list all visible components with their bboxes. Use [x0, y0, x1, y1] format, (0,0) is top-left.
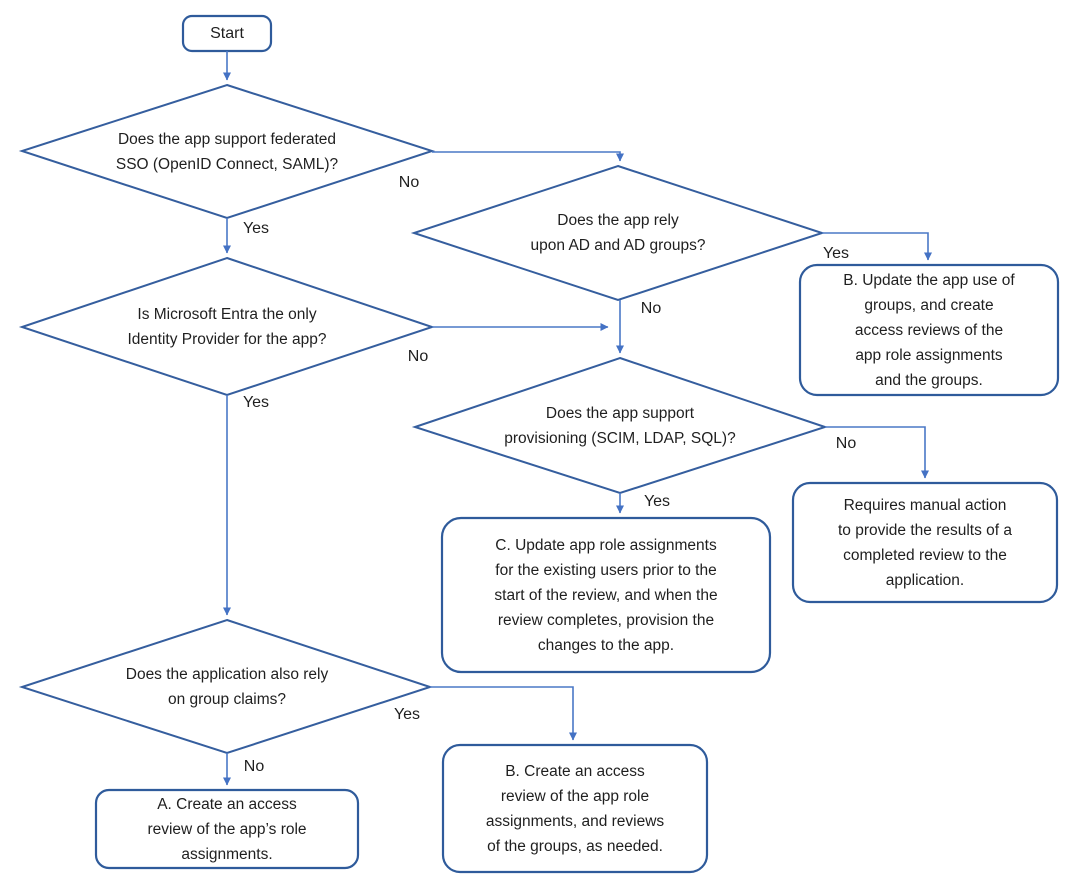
- outcome-b-access-review-box: [441, 743, 709, 874]
- outcome-manual-action-box: [791, 481, 1059, 604]
- outcome-a-access-review-box: [94, 788, 360, 870]
- outcome-b-update-groups-text: B. Update the app use of groups, and cre…: [843, 271, 1015, 389]
- outcome-b-access-review-text: B. Create an access review of the app ro…: [485, 762, 665, 855]
- edge-label-claims-no: No: [243, 758, 265, 775]
- start-label: Start: [210, 25, 244, 42]
- decision-ad-groups-text: Does the app rely upon AD and AD groups?: [530, 212, 706, 254]
- edge-sso-no-to-ad: [432, 151, 624, 162]
- outcome-c-update-roles-text: C. Update app role assignments for the e…: [494, 536, 718, 654]
- decision-sso-text: Does the app support federated SSO (Open…: [115, 130, 339, 173]
- outcome-b-update-groups-box: [798, 263, 1060, 397]
- edge-prov-no-to-manual: [825, 426, 929, 479]
- outcome-manual-action-text: Requires manual action to provide the re…: [837, 496, 1013, 589]
- edge-label-sso-no: No: [398, 174, 420, 191]
- edge-label-entra-yes: Yes: [242, 394, 270, 411]
- edge-label-claims-yes: Yes: [393, 706, 421, 723]
- outcome-c-update-roles-box: [440, 516, 772, 674]
- edge-label-ad-yes: Yes: [822, 245, 850, 262]
- edge-claims-yes-to-b-access: [430, 686, 577, 741]
- decision-group-claims-text: Does the application also rely on group …: [125, 665, 329, 708]
- edge-label-prov-no: No: [835, 435, 857, 452]
- edge-label-entra-no: No: [407, 348, 429, 365]
- edge-label-sso-yes: Yes: [242, 220, 270, 237]
- edge-label-prov-yes: Yes: [643, 493, 671, 510]
- decision-ad-groups-diamond: [410, 164, 826, 302]
- decision-entra-idp-text: Is Microsoft Entra the only Identity Pro…: [127, 305, 327, 348]
- outcome-a-access-review-text: A. Create an access review of the app’s …: [147, 795, 307, 863]
- decision-provisioning-text: Does the app support provisioning (SCIM,…: [504, 404, 736, 447]
- edge-ad-yes-to-b-update: [822, 232, 932, 261]
- edge-label-ad-no: No: [640, 300, 662, 317]
